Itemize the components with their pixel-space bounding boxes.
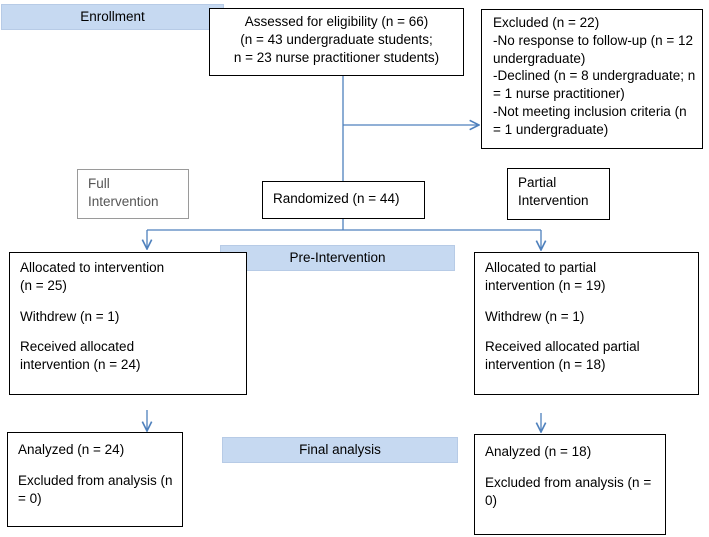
stage-enrollment: Enrollment: [1, 4, 224, 30]
partial-received-text: Received allocated partial intervention …: [485, 338, 698, 374]
full-allocated-line-1: Allocated to intervention: [20, 260, 165, 275]
full-intervention-label-line-1: Full: [88, 176, 110, 191]
partial-analyzed-text: Analyzed (n = 18): [485, 443, 665, 461]
partial-received-line-1: Received allocated partial: [485, 339, 640, 355]
full-received-text: Received allocated intervention (n = 24): [20, 338, 246, 374]
full-excluded-analysis-text: Excluded from analysis (n = 0): [18, 472, 182, 508]
assessed-box: Assessed for eligibility (n = 66) (n = 4…: [209, 8, 464, 76]
partial-intervention-label-line-2: Intervention: [518, 192, 589, 208]
full-withdrew-line: Withdrew (n = 1): [20, 308, 120, 324]
partial-withdrew-line: Withdrew (n = 1): [485, 308, 585, 324]
excluded-box: Excluded (n = 22) -No response to follow…: [481, 9, 703, 149]
assessed-line-2: (n = 43 undergraduate students;: [240, 31, 433, 47]
randomized-label: Randomized (n = 44): [273, 191, 400, 206]
full-excluded-analysis-line-1: Excluded from analysis (n: [18, 472, 173, 488]
partial-intervention-label-line-1: Partial: [518, 175, 557, 190]
partial-intervention-label-box: Partial Intervention: [507, 168, 610, 220]
partial-analyzed-line: Analyzed (n = 18): [485, 444, 592, 459]
full-analyzed-text: Analyzed (n = 24): [18, 441, 182, 459]
full-analyzed-line: Analyzed (n = 24): [18, 442, 125, 457]
partial-excluded-analysis-text: Excluded from analysis (n = 0): [485, 474, 665, 510]
full-withdrew-text: Withdrew (n = 1): [20, 308, 246, 326]
assessed-line-3: n = 23 nurse practitioner students): [233, 49, 440, 65]
partial-excluded-analysis-line-2: 0): [485, 492, 498, 508]
partial-excluded-analysis-line-1: Excluded from analysis (n =: [485, 474, 652, 490]
assessed-line-1: Assessed for eligibility (n = 66): [244, 14, 429, 29]
excluded-line-4: -Declined (n = 8 undergraduate; n: [493, 68, 696, 84]
excluded-line-7: = 1 undergraduate): [493, 121, 609, 137]
full-allocated-text: Allocated to intervention (n = 25): [20, 259, 246, 295]
partial-allocated-text: Allocated to partial intervention (n = 1…: [485, 259, 698, 295]
randomized-box: Randomized (n = 44): [262, 181, 425, 219]
partial-allocation-box: Allocated to partial intervention (n = 1…: [474, 252, 699, 395]
full-intervention-label-box: Full Intervention: [77, 169, 189, 219]
partial-received-line-2: intervention (n = 18): [485, 357, 606, 373]
excluded-line-5: = 1 nurse practitioner): [493, 86, 625, 102]
full-intervention-label-line-2: Intervention: [88, 193, 159, 209]
partial-allocated-line-2: intervention (n = 19): [485, 277, 606, 293]
excluded-line-6: -Not meeting inclusion criteria (n: [493, 104, 687, 120]
full-received-line-1: Received allocated: [20, 339, 135, 355]
partial-analysis-box: Analyzed (n = 18) Excluded from analysis…: [474, 434, 666, 535]
partial-allocated-line-1: Allocated to partial: [485, 260, 597, 275]
stage-final-analysis-label: Final analysis: [299, 442, 381, 457]
excluded-line-3: undergraduate): [493, 50, 586, 66]
excluded-line-1: Excluded (n = 22): [493, 15, 600, 30]
stage-enrollment-label: Enrollment: [80, 9, 145, 24]
full-allocation-box: Allocated to intervention (n = 25) Withd…: [9, 252, 247, 395]
full-excluded-analysis-line-2: = 0): [18, 490, 42, 506]
full-analysis-box: Analyzed (n = 24) Excluded from analysis…: [7, 432, 183, 527]
partial-withdrew-text: Withdrew (n = 1): [485, 308, 698, 326]
stage-final-analysis: Final analysis: [222, 437, 458, 463]
excluded-line-2: -No response to follow-up (n = 12: [493, 32, 693, 48]
stage-pre-intervention: Pre-Intervention: [220, 245, 455, 271]
full-allocated-line-2: (n = 25): [20, 277, 67, 293]
full-received-line-2: intervention (n = 24): [20, 357, 141, 373]
stage-pre-intervention-label: Pre-Intervention: [289, 250, 386, 265]
